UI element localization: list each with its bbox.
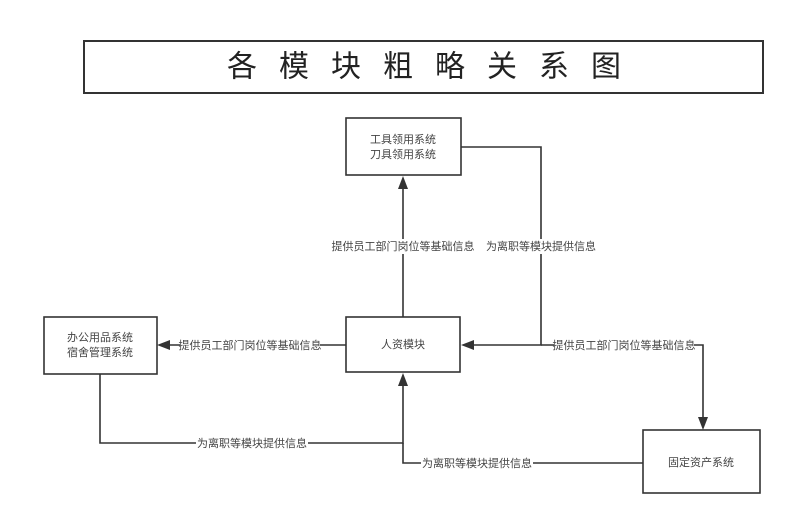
edge-label: 为离职等模块提供信息 (422, 456, 532, 470)
edge-line (99, 374, 404, 444)
node-frame (345, 117, 462, 176)
node-hr-module[interactable]: 人资模块 (345, 316, 461, 373)
edge-office-to-hr: 为离职等模块提供信息 (99, 373, 408, 451)
node-label-line: 人资模块 (381, 338, 425, 351)
diagram-title: 各模块粗略关系图 (227, 50, 643, 85)
edge-label: 提供员工部门岗位等基础信息 (332, 239, 475, 253)
edge-label: 为离职等模块提供信息 (197, 436, 307, 450)
node-office-system[interactable]: 办公用品系统 宿舍管理系统 (43, 316, 158, 375)
edge-label: 为离职等模块提供信息 (486, 239, 596, 253)
edge-assets-to-hr: 为离职等模块提供信息 (402, 443, 643, 471)
node-frame (345, 316, 461, 373)
edge-label: 提供员工部门岗位等基础信息 (553, 338, 696, 352)
edge-line (541, 344, 704, 418)
edge-hr-to-assets: 提供员工部门岗位等基础信息 (541, 338, 708, 430)
arrow-left-icon (157, 340, 170, 350)
edge-label: 提供员工部门岗位等基础信息 (179, 338, 322, 352)
edge-hr-to-tools: 提供员工部门岗位等基础信息 (330, 176, 476, 317)
node-assets-system[interactable]: 固定资产系统 (642, 429, 761, 494)
edge-line (402, 443, 643, 464)
arrow-left-icon (461, 340, 474, 350)
node-frame (43, 316, 158, 375)
arrow-up-icon (398, 373, 408, 386)
node-label-line: 固定资产系统 (668, 455, 734, 469)
node-tools-system[interactable]: 工具领用系统 刀具领用系统 (345, 117, 462, 176)
edge-tools-to-hr: 为离职等模块提供信息 (461, 146, 596, 350)
title-frame (83, 40, 764, 94)
arrow-up-icon (398, 176, 408, 189)
arrow-down-icon (698, 417, 708, 430)
node-label-line: 办公用品系统 (67, 331, 133, 344)
node-frame (642, 429, 761, 494)
title-banner: 各模块粗略关系图 (83, 40, 764, 94)
node-label-line: 刀具领用系统 (370, 148, 436, 161)
edge-hr-to-office: 提供员工部门岗位等基础信息 (157, 338, 346, 353)
node-label-line: 工具领用系统 (370, 133, 436, 146)
node-label-line: 宿舍管理系统 (67, 345, 133, 359)
